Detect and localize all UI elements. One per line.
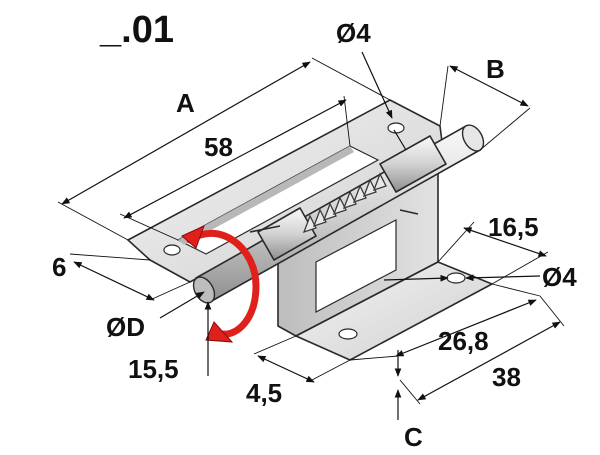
- dimension-38: 38: [399, 295, 565, 405]
- dimension-58: 58: [119, 95, 351, 241]
- dimension-4-5-label: 4,5: [246, 378, 282, 408]
- lower-leaf-window: [315, 219, 397, 313]
- dimension-c: C: [394, 350, 423, 452]
- dimension-4-5: 4,5: [246, 335, 351, 408]
- rotation-arrow: [181, 225, 260, 343]
- knuckle-right: [379, 135, 447, 193]
- lower-leaf-hole-right: [446, 272, 466, 284]
- dimension-c-label: C: [404, 422, 423, 452]
- dimension-58-label: 58: [204, 132, 233, 162]
- dimension-d4-right: Ø4: [383, 262, 577, 292]
- hinge-part: [127, 99, 493, 361]
- dimension-16-5: 16,5: [437, 212, 549, 285]
- lower-leaf-hole-front: [338, 328, 358, 340]
- dimension-15-5-label: 15,5: [128, 354, 179, 384]
- spring-tail: [249, 209, 419, 233]
- upper-leaf-hole-front: [163, 244, 181, 256]
- dimension-6-label: 6: [52, 252, 66, 282]
- upper-leaf-hole-back: [387, 122, 405, 134]
- dimension-b: B: [439, 54, 531, 151]
- dimension-26-8-label: 26,8: [438, 326, 489, 356]
- dimension-38-label: 38: [492, 362, 521, 392]
- drawing-title: _.01: [99, 9, 174, 51]
- dimension-d4-right-label: Ø4: [542, 262, 577, 292]
- dimension-b-label: B: [486, 54, 505, 84]
- pin-end-cap: [461, 124, 485, 152]
- dimension-od-label: ØD: [106, 312, 145, 342]
- dimension-16-5-label: 16,5: [488, 212, 539, 242]
- dimension-6: 6: [52, 252, 191, 301]
- dimension-od: ØD: [106, 291, 205, 342]
- dimension-d4-top: Ø4: [336, 18, 407, 151]
- dimension-15-5: 15,5: [128, 301, 212, 384]
- dimension-a-label: A: [176, 88, 195, 118]
- dimension-d4-top-label: Ø4: [336, 18, 371, 48]
